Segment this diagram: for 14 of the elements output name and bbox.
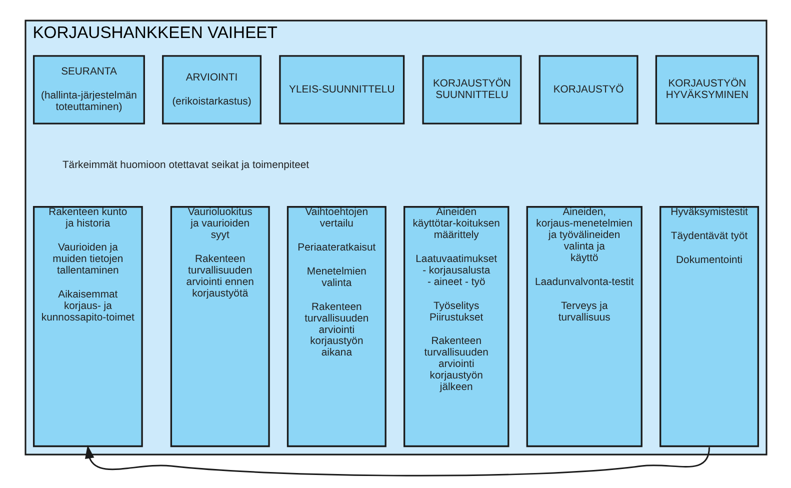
node-box: Aineiden käyttötar-koituksen määrittely Laatuvaatimukset - korjausalusta - aineet - työ Työselitys Piirustukset Rakenteen turvallisuuden arviointi korjaustyön jälkeen bbox=[403, 206, 509, 448]
node-box: Aineiden, korjaus-menetelmien ja työvälineiden valinta ja käyttö Laadunvalvonta-testit Terveys ja turvallisuus bbox=[526, 206, 642, 448]
node-box: Hyväksymistestit Täydentävät työt Dokumentointi bbox=[659, 206, 759, 448]
label: Tärkeimmät huomioon otettavat seikat ja toimenpiteet bbox=[62, 160, 309, 171]
node-box: ARVIOINTI (erikoistarkastus) bbox=[162, 55, 262, 124]
arrow bbox=[84, 445, 710, 476]
node-box: KORJAUSTYÖN HYVÄKSYMINEN bbox=[654, 55, 759, 124]
node-box: KORJAUSTYÖN SUUNNITTELU bbox=[422, 55, 522, 124]
node-box: SEURANTA (hallinta-järjestelmän toteuttaminen) bbox=[32, 55, 144, 124]
node-box: KORJAUSTYÖ bbox=[538, 55, 638, 124]
node-box: Vaurioluokitus ja vaurioiden syyt Rakenteen turvallisuuden arviointi ennen korjaustyötä bbox=[170, 206, 270, 448]
node-box: YLEIS-SUUNNITTELU bbox=[278, 55, 404, 124]
node-box: Vaihtoehtojen vertailu Periaateratkaisut Menetelmien valinta Rakenteen turvallisuuden arviointi korjaustyön aikana bbox=[286, 206, 386, 448]
node-box: Rakenteen kunto ja historia Vaurioiden ja muiden tietojen tallentaminen Aikaisemmat korjaus- ja kunnossapito-toimet bbox=[32, 206, 142, 448]
